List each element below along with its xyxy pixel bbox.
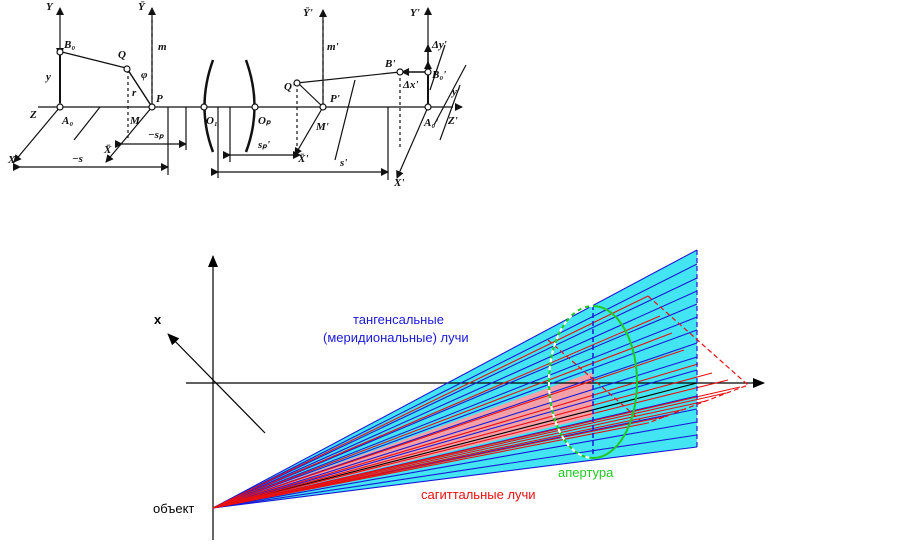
label-delta-y-prime: Δy' — [431, 39, 447, 51]
label-m: m — [158, 41, 167, 53]
sagittal-ray — [212, 422, 649, 509]
label-phi: φ — [141, 69, 148, 81]
point-b0 — [56, 48, 64, 56]
label-o1: O₁ — [206, 115, 218, 127]
tangential-ray — [212, 446, 698, 509]
point-p — [148, 103, 156, 111]
tangential-label-line1: тангенсальные — [353, 312, 444, 327]
label-p-prime: P' — [330, 93, 340, 105]
sagittal-ray — [212, 363, 699, 509]
sagittal-ray — [212, 400, 707, 509]
label-a0-prime: A₀' — [423, 117, 438, 129]
point-b0-prime — [424, 68, 432, 76]
label-delta-x-prime: Δx' — [402, 79, 418, 91]
label-minus-sp: −sₚ — [148, 129, 164, 141]
top-labels: Y Ȳ Ȳ' Y' B₀ Q m φ y r P Z A₀ M −sₚ O₁ O… — [7, 1, 460, 189]
sagittal-ray — [212, 379, 729, 509]
aperture-sagittal-line — [547, 339, 641, 421]
tangential-ray — [212, 249, 698, 509]
sagittal-fan-fill — [213, 372, 593, 508]
xbar-axis — [105, 106, 153, 163]
tangential-ray — [212, 356, 698, 509]
label-m-point: M — [129, 115, 141, 127]
point-a0 — [56, 103, 64, 111]
label-xbar-prime: X̄' — [297, 153, 308, 165]
label-b-prime: B' — [384, 58, 395, 70]
label-x-prime: X' — [393, 177, 404, 189]
label-p: P — [156, 93, 163, 105]
label-z-prime: Z' — [447, 115, 458, 127]
top-optical-diagram — [13, 7, 467, 180]
sagittal-ray — [212, 332, 673, 509]
label-m-prime: m' — [327, 41, 339, 53]
axis-label-x: x — [154, 312, 162, 327]
x-axis-object — [13, 106, 61, 163]
label-xbar: X̄ — [103, 144, 112, 156]
tangential-ray — [212, 421, 698, 509]
label-b0: B₀ — [63, 39, 75, 51]
label-sp-prime: sₚ' — [257, 139, 270, 151]
sagittal-label: сагиттальные лучи — [421, 487, 536, 502]
label-z: Z — [29, 109, 37, 121]
point-op — [251, 103, 259, 111]
sagittal-ray — [212, 295, 649, 509]
tangential-ray — [212, 329, 698, 509]
sagittal-ray — [212, 372, 713, 509]
point-p-prime — [319, 103, 327, 111]
label-s-prime: s' — [339, 157, 347, 169]
top-points — [56, 48, 432, 111]
label-minus-s: −s — [72, 153, 83, 165]
tangential-ray — [212, 369, 698, 509]
tangential-ray — [212, 316, 698, 509]
point-o1 — [200, 103, 208, 111]
label-y-prime: Y' — [410, 7, 420, 19]
label-q-prime: Q' — [284, 81, 295, 93]
label-q: Q — [118, 49, 126, 61]
label-op: Oₚ — [258, 115, 271, 127]
x-axis-bottom — [167, 333, 266, 434]
tangential-ray — [212, 382, 698, 509]
label-r: r — [132, 87, 137, 99]
tangential-ray — [212, 263, 698, 509]
sagittal-ray — [212, 315, 661, 509]
label-ybar-prime: Ȳ' — [303, 7, 313, 19]
bottom-ray-diagram: x тангенсальные (меридиональные) лучи ап… — [153, 249, 765, 540]
point-q-prime — [293, 79, 301, 87]
label-y-small: y — [44, 71, 51, 83]
point-a0-prime — [424, 103, 432, 111]
aperture-label: апертура — [558, 465, 614, 480]
ray-q-b-prime — [296, 71, 401, 84]
sagittal-ray — [212, 349, 685, 509]
point-q — [123, 65, 131, 73]
tangential-label-line2: (меридиональные) лучи — [323, 330, 469, 345]
label-m-prime-point: M' — [315, 121, 329, 133]
sagittal-ray — [212, 392, 727, 509]
sagittal-rays — [212, 295, 741, 509]
label-x: X — [7, 154, 16, 166]
object-label: объект — [153, 501, 194, 516]
sagittal-image-plane — [647, 295, 750, 424]
xbar-prime-axis — [294, 106, 324, 156]
ray-b0-q — [61, 51, 127, 69]
label-y: Y — [46, 1, 54, 13]
tangential-ray — [212, 290, 698, 509]
label-a0: A₀ — [61, 115, 73, 127]
tangential-ray — [212, 303, 698, 509]
x-prime-axis — [396, 106, 429, 179]
label-y-prime-small: y' — [450, 86, 460, 98]
label-ybar: Ȳ — [138, 1, 146, 13]
point-b-prime — [396, 68, 404, 76]
label-b0-prime: B₀' — [431, 69, 446, 81]
